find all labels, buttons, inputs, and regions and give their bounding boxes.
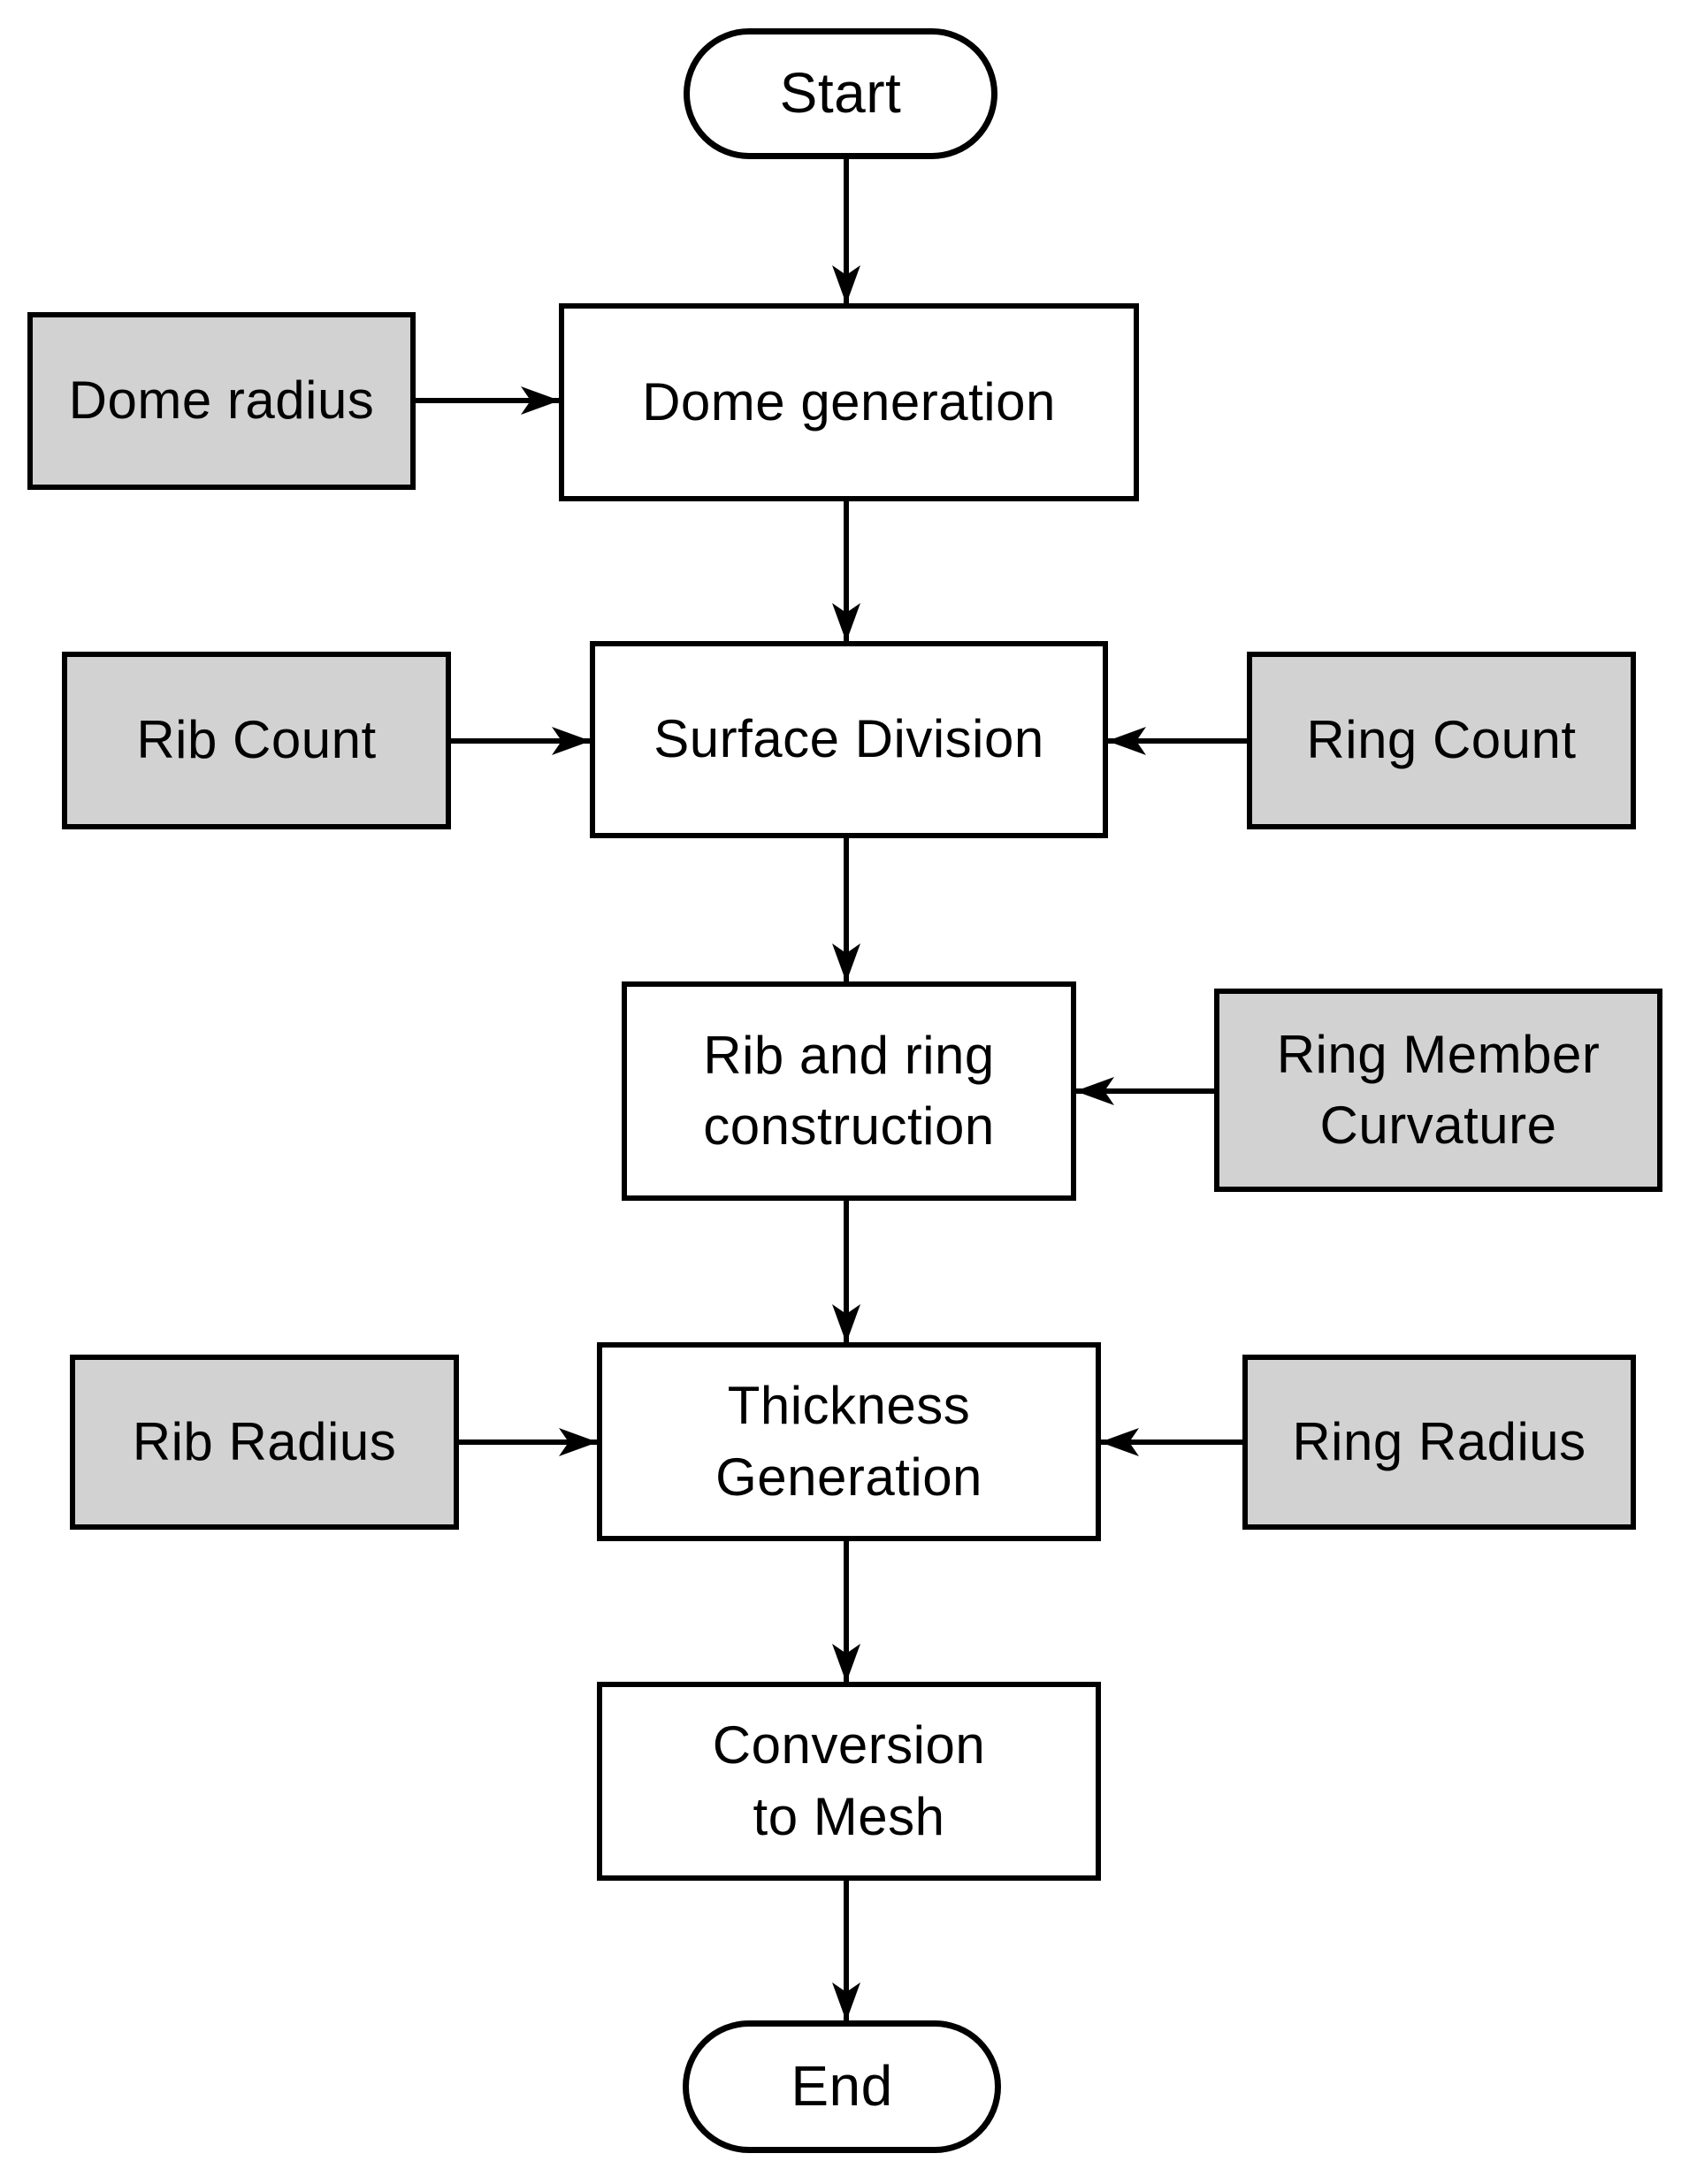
node-ring-radius: Ring Radius (1242, 1355, 1636, 1530)
node-rib-ring-construction: Rib and ring construction (622, 981, 1076, 1201)
node-end-label: End (791, 2054, 893, 2119)
node-rib-ring-construction-label: Rib and ring construction (703, 1025, 995, 1156)
node-surface-division-label: Surface Division (653, 709, 1044, 769)
node-ring-count: Ring Count (1247, 652, 1636, 829)
node-dome-radius-label: Dome radius (68, 370, 375, 431)
node-surface-division: Surface Division (590, 641, 1108, 838)
node-ring-member-curvature-label: Ring Member Curvature (1276, 1024, 1601, 1155)
node-thickness-generation-label: Thickness Generation (715, 1376, 982, 1507)
node-rib-radius: Rib Radius (70, 1355, 459, 1530)
node-dome-generation-label: Dome generation (642, 371, 1056, 431)
node-ring-count-label: Ring Count (1306, 710, 1577, 770)
node-start-label: Start (779, 61, 902, 126)
node-conversion-to-mesh: Conversion to Mesh (597, 1682, 1101, 1881)
node-ring-radius-label: Ring Radius (1292, 1411, 1586, 1471)
node-start: Start (684, 28, 997, 159)
node-dome-generation: Dome generation (559, 303, 1139, 501)
node-rib-radius-label: Rib Radius (132, 1411, 397, 1471)
node-conversion-to-mesh-label: Conversion to Mesh (712, 1715, 986, 1846)
node-thickness-generation: Thickness Generation (597, 1342, 1101, 1541)
node-dome-radius: Dome radius (27, 312, 416, 490)
node-rib-count: Rib Count (62, 652, 451, 829)
node-ring-member-curvature: Ring Member Curvature (1214, 989, 1662, 1192)
node-end: End (683, 2020, 1001, 2153)
node-rib-count-label: Rib Count (136, 710, 377, 770)
